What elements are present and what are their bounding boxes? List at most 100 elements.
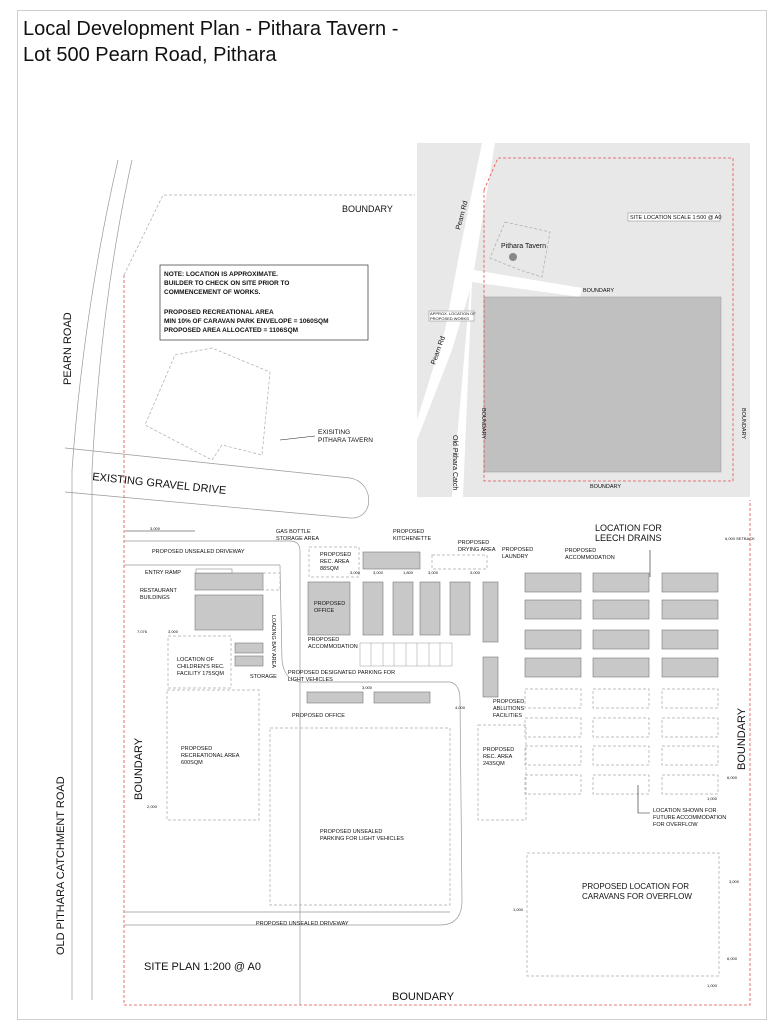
dim-label: 3,000	[350, 570, 361, 575]
office-building	[307, 581, 351, 636]
accommodation-unit	[524, 572, 582, 593]
pearn-road-edge	[91, 159, 133, 471]
note-box	[159, 264, 369, 341]
drying-label: DRYING AREA	[458, 547, 496, 553]
storage-building	[234, 655, 264, 667]
future-accommodation-label: FUTURE ACCOMMODATION	[653, 815, 726, 821]
future-leader	[637, 785, 650, 814]
accommodation-building	[362, 581, 384, 636]
future-accommodation-unit	[661, 774, 719, 795]
childrens-label: FACILITY 175SQM	[177, 671, 224, 677]
accommodation-unit	[661, 657, 719, 678]
rec-area-label: REC. AREA	[483, 754, 513, 760]
accommodation-unit	[592, 572, 650, 593]
rec-area-label: PROPOSED	[320, 552, 351, 558]
site-boundary	[123, 275, 751, 1006]
kitchenette-building	[362, 551, 421, 570]
accommodation-unit	[524, 629, 582, 650]
accommodation-unit	[524, 657, 582, 678]
future-accommodation-unit	[661, 717, 719, 738]
title-line-2: Lot 500 Pearn Road, Pithara	[23, 44, 277, 66]
office-label: PROPOSED	[314, 601, 345, 607]
drying-label: PROPOSED	[458, 540, 489, 546]
inset-boundary-label: BOUNDARY	[740, 408, 746, 439]
parking-bay-lines	[370, 643, 441, 666]
title-line-1: Local Development Plan - Pithara Tavern …	[23, 18, 399, 40]
dim-label: 3,000	[168, 629, 179, 634]
dim-label: 2,000	[147, 804, 158, 809]
dim-label: 1,800	[403, 570, 414, 575]
future-accommodation-unit	[524, 745, 582, 766]
future-accommodation-unit	[592, 774, 650, 795]
rec-area-600	[166, 689, 260, 821]
accommodation-label: ACCOMMODATION	[308, 644, 358, 650]
old-pithara-road-label: OLD PITHARA CATCHMENT ROAD	[55, 776, 67, 955]
future-accommodation-label: FOR OVERFLOW	[653, 822, 698, 828]
restaurant-building	[194, 572, 264, 591]
gas-bottle-area	[262, 572, 281, 591]
future-accommodation-unit	[661, 688, 719, 709]
caravan-overflow-label: PROPOSED LOCATION FOR	[582, 882, 689, 891]
drying-area	[431, 554, 488, 570]
dim-label: 4,000	[455, 705, 466, 710]
accommodation-label: PROPOSED	[308, 637, 339, 643]
ablutions-label: PROPOSED	[493, 699, 524, 705]
boundary-label-left: BOUNDARY	[133, 737, 145, 800]
inset-boundary-label: BOUNDARY	[583, 288, 614, 294]
dim-label: 1,000	[707, 796, 718, 801]
dim-label: 6,000	[727, 956, 738, 961]
accommodation-building	[419, 581, 441, 636]
inset-scale-label: SITE LOCATION SCALE 1:500 @ A0	[630, 215, 721, 221]
rec-area-label: REC. AREA	[320, 559, 350, 565]
boundary-label-right: BOUNDARY	[736, 707, 748, 770]
restaurant-label: RESTAURANT	[140, 588, 178, 594]
inset-road-label: Old Pithara Catch	[451, 435, 458, 490]
caravan-overflow-label: CARAVANS FOR OVERFLOW	[582, 892, 692, 901]
accommodation-grid	[524, 572, 719, 795]
restaurant-label: BUILDINGS	[140, 595, 170, 601]
ablutions-label: ABLUTIONS	[493, 706, 525, 712]
office-lower-label: PROPOSED OFFICE	[292, 713, 345, 719]
rec-area-600-label: 600SQM	[181, 760, 203, 766]
parking-label: LIGHT VEHICLES	[288, 677, 333, 683]
future-accommodation-unit	[661, 745, 719, 766]
ablutions-building	[482, 656, 499, 698]
accommodation-label: PROPOSED	[565, 548, 596, 554]
office-label: OFFICE	[314, 608, 334, 614]
parking-label: PROPOSED DESIGNATED PARKING FOR	[288, 670, 395, 676]
tavern-icon	[509, 253, 517, 261]
tavern-label: PITHARA TAVERN	[318, 437, 373, 444]
accommodation-unit	[592, 629, 650, 650]
office-lower-building	[373, 691, 431, 704]
rec-area-label: 243SQM	[483, 761, 505, 767]
rec-area-label: PROPOSED	[483, 747, 514, 753]
driveway-loop	[124, 564, 463, 926]
dim-label: 6,000	[727, 775, 738, 780]
inset-site-area	[483, 296, 722, 473]
rec-area-600-label: RECREATIONAL AREA	[181, 753, 240, 759]
inset-tavern-label: Pithara Tavern	[501, 243, 546, 250]
kitchenette-label: PROPOSED	[393, 529, 424, 535]
unsealed-driveway-label: PROPOSED UNSEALED DRIVEWAY	[152, 549, 245, 555]
unsealed-parking-label: PARKING FOR LIGHT VEHICLES	[320, 836, 404, 842]
rec-area-600-label: PROPOSED	[181, 746, 212, 752]
dim-label: 3,000	[150, 526, 161, 531]
inset-boundary-label: BOUNDARY	[480, 408, 486, 439]
accommodation-unit	[592, 657, 650, 678]
accommodation-unit	[592, 599, 650, 620]
top-boundary-line	[123, 194, 415, 276]
gas-bottle-label: STORAGE AREA	[276, 536, 319, 542]
gravel-drive-label: EXISTING GRAVEL DRIVE	[92, 471, 227, 497]
inset-approx-label: APPROX. LOCATION OF	[430, 311, 476, 316]
laundry-building	[482, 581, 499, 643]
dim-label: 3,000	[729, 879, 740, 884]
accommodation-label: ACCOMMODATION	[565, 555, 615, 561]
boundary-label-bottom: BOUNDARY	[392, 991, 455, 1003]
note-line: PROPOSED RECREATIONAL AREA	[164, 309, 274, 316]
future-accommodation-unit	[592, 745, 650, 766]
drawing-frame	[17, 10, 767, 1020]
unsealed-driveway-label: PROPOSED UNSEALED DRIVEWAY	[256, 921, 349, 927]
tavern-leader	[279, 435, 316, 441]
leech-drains-label: LEECH DRAINS	[595, 533, 662, 543]
pearn-road-label: PEARN ROAD	[62, 312, 74, 385]
